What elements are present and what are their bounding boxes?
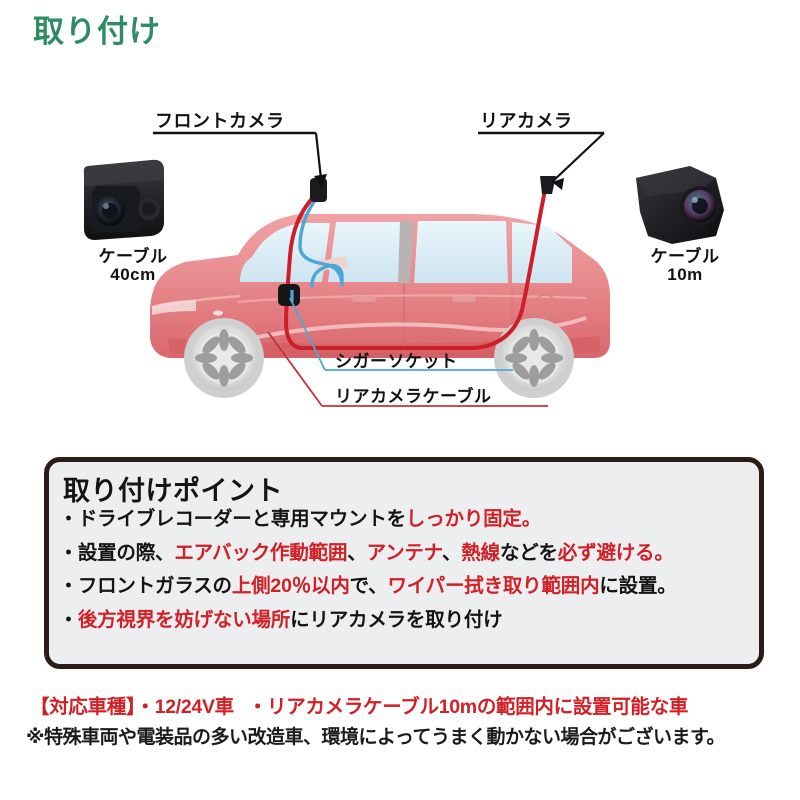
compatible-vehicles-line: 【対応車種】・12/24V車・リアカメラケーブル10mの範囲内に設置可能な車 [30, 690, 775, 719]
rear-camera-cable-leader-line [267, 331, 323, 407]
cigar-socket-cable-route [298, 194, 344, 288]
installation-points-heading: 取り付けポイント [63, 476, 283, 506]
point-3-segment-3: で、 [349, 575, 388, 597]
door-handle-rear [452, 296, 476, 302]
cigar-socket-leader-line [289, 297, 326, 371]
point-2-segment-4: アンテナ [366, 541, 443, 564]
point-4-segment-2: にリアカメラを取り付け [290, 608, 503, 631]
installation-point-4: ・後方視界を妨げない場所にリアカメラを取り付け [59, 608, 759, 631]
point-2-segment-8: 必ず避ける。 [557, 541, 674, 564]
car-illustration [150, 214, 610, 398]
windshield [240, 223, 330, 282]
point-1-segment-2: しっかり固定。 [405, 508, 542, 530]
compatible-item-1: ・12/24V車 [135, 696, 234, 718]
headlight [152, 300, 196, 315]
point-2-segment-7: などを [499, 541, 558, 564]
compatible-label: 【対応車種】 [30, 696, 136, 718]
compatible-item-2: ・リアカメラケーブル10mの範囲内に設置可能な車 [247, 696, 689, 718]
label-rear-camera: リアカメラ [480, 111, 573, 131]
door-handle-front [352, 296, 376, 302]
rear-wheel [494, 318, 574, 398]
label-front-camera: フロントカメラ [155, 111, 285, 131]
rear-camera-mount-point [540, 176, 556, 194]
installation-point-2: ・設置の際、エアバック作動範囲、アンテナ、熱線などを必ず避ける。 [59, 541, 759, 564]
label-cigar-socket: シガーソケット [335, 352, 458, 371]
rear-door-window [414, 221, 508, 283]
bullet-marker: ・ [59, 576, 78, 597]
rear-camera-leader-line [551, 132, 605, 183]
label-front-cable: ケーブル 40cm [78, 248, 188, 284]
rear-cable-length: 10m [667, 264, 703, 284]
front-cable-name: ケーブル [98, 247, 168, 266]
point-2-segment-3: 、 [347, 541, 367, 564]
point-3-segment-5: に設置。 [599, 575, 677, 597]
label-rear-cable: ケーブル 10m [630, 248, 740, 284]
installation-point-3: ・フロントガラスの上側20％以内で、ワイパー拭き取り範囲内に設置。 [59, 575, 759, 597]
point-2-segment-5: 、 [442, 541, 462, 564]
front-camera-leader-arrow [314, 174, 327, 188]
rear-camera-leader-arrow [552, 178, 564, 190]
installation-point-1: ・ドライブレコーダーと専用マウントをしっかり固定。 [59, 508, 759, 530]
rear-quarter-glass [512, 222, 572, 283]
disclaimer-note: ※特殊車両や電装品の多い改造車、環境によってうまく動かない場合がございます。 [26, 727, 726, 748]
label-rear-camera-cable: リアカメラケーブル [335, 387, 492, 406]
front-camera-product-image [83, 159, 164, 240]
point-1-segment-1: ドライブレコーダーと専用マウントを [77, 508, 406, 530]
point-3-segment-4: ワイパー拭き取り範囲内 [387, 575, 600, 597]
car-installation-illustration [83, 131, 724, 407]
rear-cable-name: ケーブル [650, 247, 720, 266]
bullet-marker: ・ [59, 509, 78, 530]
point-2-segment-1: 設置の際、 [77, 541, 175, 564]
point-2-segment-2: エアバック作動範囲 [174, 541, 348, 564]
fuel-cap [533, 294, 557, 318]
bullet-marker: ・ [59, 609, 78, 631]
front-cable-length: 40cm [110, 264, 156, 284]
installation-points-panel: 取り付けポイント ・ドライブレコーダーと専用マウントをしっかり固定。・設置の際、… [44, 457, 764, 669]
front-wheel [184, 318, 264, 398]
rear-camera-cable-route [283, 188, 547, 350]
page-title: 取り付け [33, 14, 161, 49]
point-3-segment-2: 上側20％以内 [231, 575, 350, 597]
b-pillar [398, 221, 414, 283]
installation-points-list: ・ドライブレコーダーと専用マウントをしっかり固定。・設置の際、エアバック作動範囲… [59, 508, 759, 644]
cigar-socket-point [278, 284, 300, 306]
side-marker [213, 310, 223, 316]
point-2-segment-6: 熱線 [461, 541, 500, 564]
point-4-segment-1: 後方視界を妨げない場所 [77, 608, 291, 631]
bullet-marker: ・ [59, 542, 78, 564]
rear-camera-product-image [636, 166, 724, 244]
point-3-segment-1: フロントガラスの [77, 575, 232, 597]
